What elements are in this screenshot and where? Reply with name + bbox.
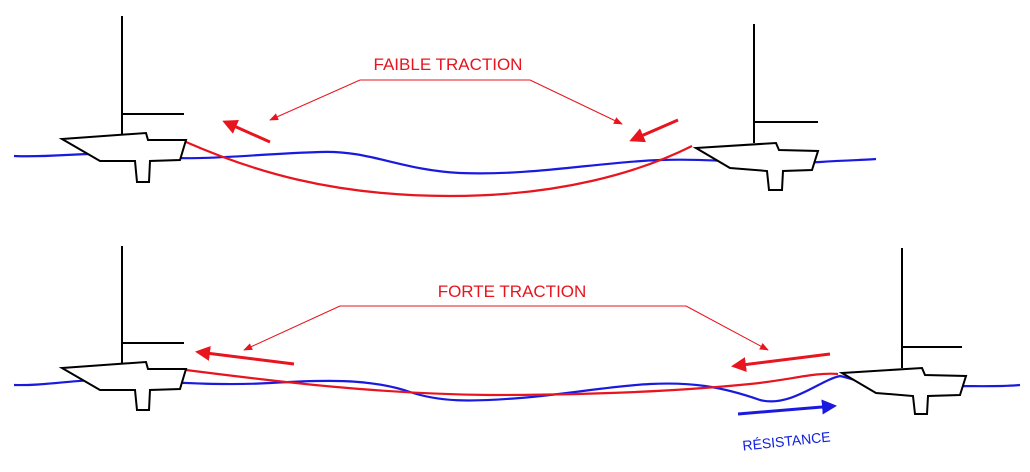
leader-line-right (529, 79, 623, 125)
hull (838, 366, 968, 415)
leader-line-left (243, 305, 341, 351)
tow-rope-slack (185, 140, 693, 198)
hull (58, 131, 188, 183)
traction-arrow-right (629, 118, 679, 143)
traction-arrow-left (195, 346, 295, 366)
hull (58, 360, 188, 411)
traction-arrow-right (731, 352, 831, 372)
low-traction-label: FAIBLE TRACTION (374, 55, 523, 74)
leader-line-right (685, 305, 769, 351)
scene-low-traction: FAIBLE TRACTION (13, 16, 877, 198)
resistance-label: RÉSISTANCE (742, 428, 832, 453)
high-traction-label: FORTE TRACTION (438, 282, 587, 301)
resistance-arrow (737, 399, 837, 416)
hull (692, 141, 820, 191)
scene-high-traction: FORTE TRACTION RÉSISTANCE (13, 246, 1021, 454)
towed-boat-right-bottom (838, 248, 968, 415)
leader-line-left (269, 79, 361, 121)
towing-boat-left-bottom (58, 246, 188, 411)
towing-boat-left-top (58, 16, 188, 183)
tow-rope-taut (185, 368, 839, 397)
traction-arrow-left (222, 120, 271, 144)
towed-boat-right-top (692, 24, 820, 191)
